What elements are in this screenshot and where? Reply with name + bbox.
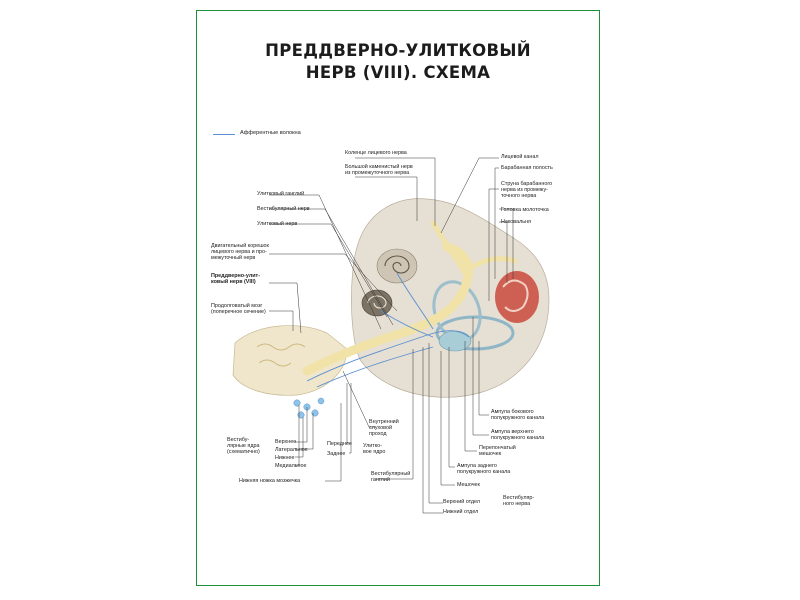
cochlea-spiral-upper	[384, 255, 410, 274]
label-superior-part: Верхний отдел	[443, 499, 481, 505]
label-ampulla-posterior: Ампула заднего полукружного канала	[457, 463, 511, 476]
label-ampulla-lateral: Ампула бокового полукружного канала	[491, 409, 545, 422]
label-medial-nucleus: Медиальное	[275, 463, 307, 469]
label-vestibular-nerve: Вестибулярный нерв	[257, 206, 310, 212]
medulla-section	[232, 325, 348, 396]
label-malleus-head: Головка молоточка	[501, 207, 549, 213]
nerve-trunk	[302, 242, 473, 376]
label-anterior-nucleus: Переднее	[327, 441, 352, 447]
facial-nerve	[430, 220, 518, 278]
medulla-folds	[256, 343, 306, 367]
label-facial-canal: Лицевой канал	[501, 154, 539, 160]
label-cochlear-nerve: Улитковый нерв	[257, 221, 298, 227]
label-utricle: Перепончатый мешочек	[479, 445, 516, 458]
label-inf-cerebellar: Нижняя ножка мозжечка	[239, 478, 301, 484]
label-cochlear-nucleus: Улитко- вое ядро	[363, 443, 386, 456]
poster-frame: ПРЕДДВЕРНО-УЛИТКОВЫЙ НЕРВ (VIII). СХЕМА …	[196, 10, 600, 586]
label-ampulla-superior: Ампула верхнего полукружного канала	[491, 429, 545, 442]
leader-lines	[269, 157, 514, 514]
label-chorda-tympani: Струна барабанного нерва из промежу- точ…	[501, 181, 553, 200]
vestibular-nuclei	[293, 397, 325, 419]
label-posterior-nucleus: Заднее	[327, 451, 346, 457]
label-inferior-nucleus: Нижнее	[275, 455, 295, 461]
label-vestibular-nuclei: Вестибу- лярные ядра (схематично)	[227, 437, 260, 456]
cochlea-lower	[361, 289, 393, 317]
utricle-body	[438, 330, 472, 352]
label-tympanic-cavity: Барабанная полость	[501, 165, 553, 171]
label-saccule: Мешочек	[457, 482, 480, 488]
label-motor-root: Двигательный корешок лицевого нерва и пр…	[211, 243, 269, 262]
afferent-fibers	[306, 272, 470, 388]
nerve-diagram	[232, 157, 550, 514]
temporal-bone	[351, 198, 550, 398]
label-greater-petrosal: Большой каменистый нерв из промежуточног…	[345, 164, 413, 177]
label-incus: Наковальня	[501, 219, 531, 225]
poster-title-line-2: НЕРВ (VIII). СХЕМА	[305, 63, 491, 82]
canal-lateral	[435, 315, 515, 351]
label-inferior-part: Нижний отдел	[443, 509, 479, 515]
legend-line-swatch	[213, 134, 235, 135]
poster-title-line-1: ПРЕДДВЕРНО-УЛИТКОВЫЙ	[265, 41, 531, 60]
label-internal-meatus: Внутренний слуховой проход	[369, 419, 399, 438]
ossicles	[502, 279, 529, 312]
label-cochlear-ganglion: Улитковый ганглий	[257, 191, 305, 197]
label-lateral-nucleus: Латеральное	[275, 447, 308, 453]
middle-ear	[495, 271, 539, 323]
label-viii-nerve: Преддверно-улит- ковый нерв (VIII)	[211, 273, 260, 286]
label-vestibular-nerve-parts: Вестибуляр- ного нерва	[503, 495, 535, 508]
label-facial-knee: Коленце лицевого нерва	[345, 150, 407, 156]
label-superior-nucleus: Верхнее	[275, 439, 297, 445]
label-vestibular-ganglion: Вестибулярный ганглий	[371, 471, 411, 484]
cochlea-upper	[376, 248, 418, 284]
legend-label: Афферентные волокна	[240, 130, 301, 136]
label-medulla: Продолговатый мозг (поперечное сечение)	[211, 303, 266, 316]
cochlea-spiral-lower	[367, 295, 387, 309]
